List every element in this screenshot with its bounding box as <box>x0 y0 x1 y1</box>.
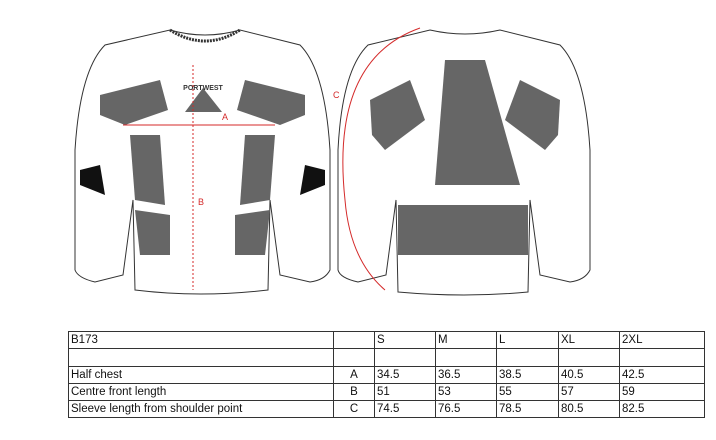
svg-text:A: A <box>222 112 228 122</box>
blank-row <box>68 348 705 367</box>
table-header-row: B173 S M L XL 2XL <box>68 331 705 349</box>
size-header: 2XL <box>619 331 705 349</box>
chest-panel-left <box>100 80 168 125</box>
size-header: S <box>374 331 436 349</box>
svg-text:C: C <box>333 90 340 100</box>
table-row: Sleeve length from shoulder point C 74.5… <box>68 400 705 418</box>
table-row: Centre front length B 51 53 55 57 59 <box>68 383 705 401</box>
front-view: PORTWEST <box>74 28 331 295</box>
svg-text:B: B <box>198 197 204 207</box>
table-row: Half chest A 34.5 36.5 38.5 40.5 42.5 <box>68 366 705 384</box>
size-table: B173 S M L XL 2XL Half chest A 34.5 36.5… <box>68 331 705 418</box>
size-header: L <box>496 331 559 349</box>
measure-c: C <box>333 27 421 291</box>
size-header: M <box>435 331 497 349</box>
measure-b: B <box>192 65 204 290</box>
chest-panel-right <box>237 80 305 125</box>
product-code: B173 <box>68 331 334 349</box>
garment-diagram: PORTWEST A B C <box>74 27 591 296</box>
size-header: XL <box>558 331 620 349</box>
brand-logo: PORTWEST <box>183 85 223 92</box>
back-view <box>337 29 591 296</box>
measure-a: A <box>123 112 275 126</box>
